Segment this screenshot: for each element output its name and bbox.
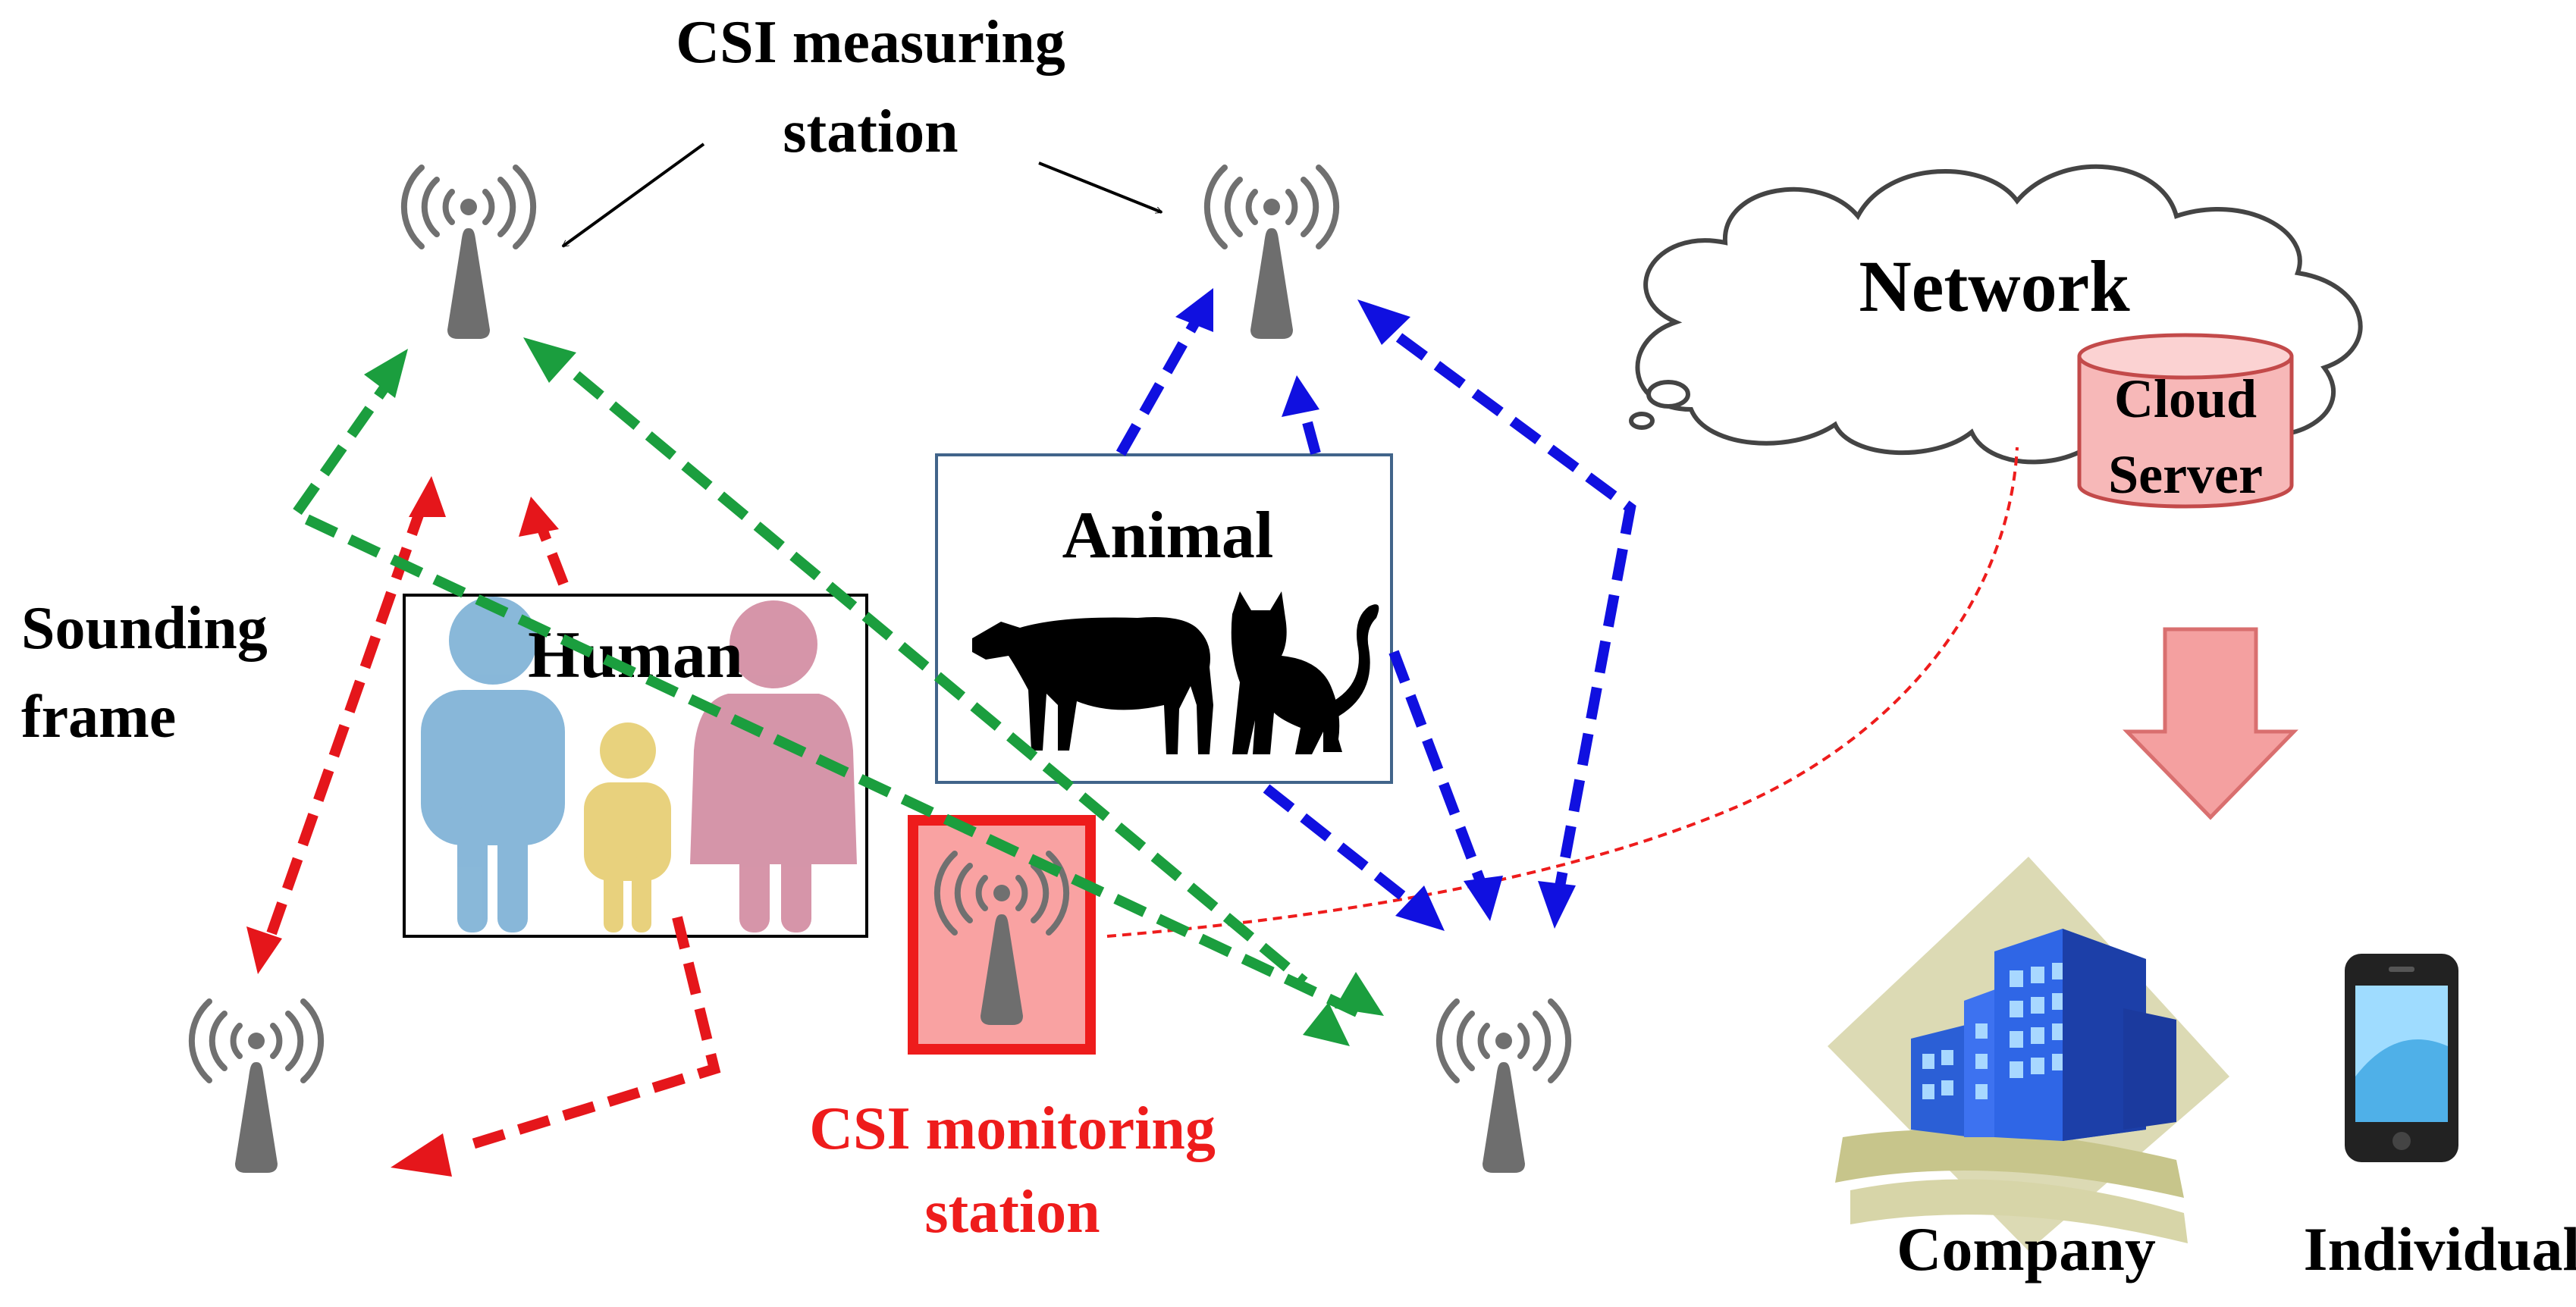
cloud-server-label-line2: Server: [2108, 444, 2263, 505]
animal-path-lines: [1115, 314, 1636, 907]
measuring-station-label-line2: station: [783, 99, 958, 165]
server-link-line: [1106, 447, 2019, 938]
cow-icon: [972, 617, 1213, 754]
sounding-frame-label-line1: Sounding: [21, 595, 268, 662]
cloud-server-label-line1: Cloud: [2114, 368, 2257, 429]
human-path-lines: [264, 502, 721, 1150]
company-label: Company: [1897, 1215, 2156, 1283]
monitoring-station-box: [908, 815, 1096, 1055]
antenna-icon-top-right: [1207, 168, 1336, 339]
animal-path-arrowheads: [1175, 288, 1576, 931]
human-label: Human: [528, 619, 743, 692]
measuring-station-pointers: [563, 143, 1162, 248]
family-icon: [421, 597, 857, 932]
network-label: Network: [1859, 246, 2130, 327]
smartphone-icon: [2345, 954, 2458, 1162]
database-icon: [2077, 333, 2294, 509]
sounding-frame-label-line2: frame: [21, 684, 176, 751]
antenna-icon-bottom-right: [1439, 1001, 1568, 1173]
down-arrow-icon: [2123, 627, 2298, 820]
cat-icon: [1231, 591, 1379, 754]
individual-label: Individual: [2304, 1215, 2576, 1283]
antenna-icon-top-left: [404, 168, 533, 339]
direct-path-arrowheads: [364, 337, 1384, 1046]
antenna-icon-bottom-left: [192, 1001, 321, 1173]
building-icon: [1828, 857, 2229, 1251]
measuring-station-label-line1: CSI measuring: [676, 9, 1065, 76]
animal-label: Animal: [1062, 499, 1274, 572]
monitoring-station-label-line2: station: [924, 1179, 1100, 1246]
direct-path-lines: [287, 371, 1360, 1017]
monitoring-station-label-line1: CSI monitoring: [809, 1095, 1216, 1162]
human-path-arrowheads: [246, 476, 559, 1177]
human-box: [403, 594, 868, 938]
